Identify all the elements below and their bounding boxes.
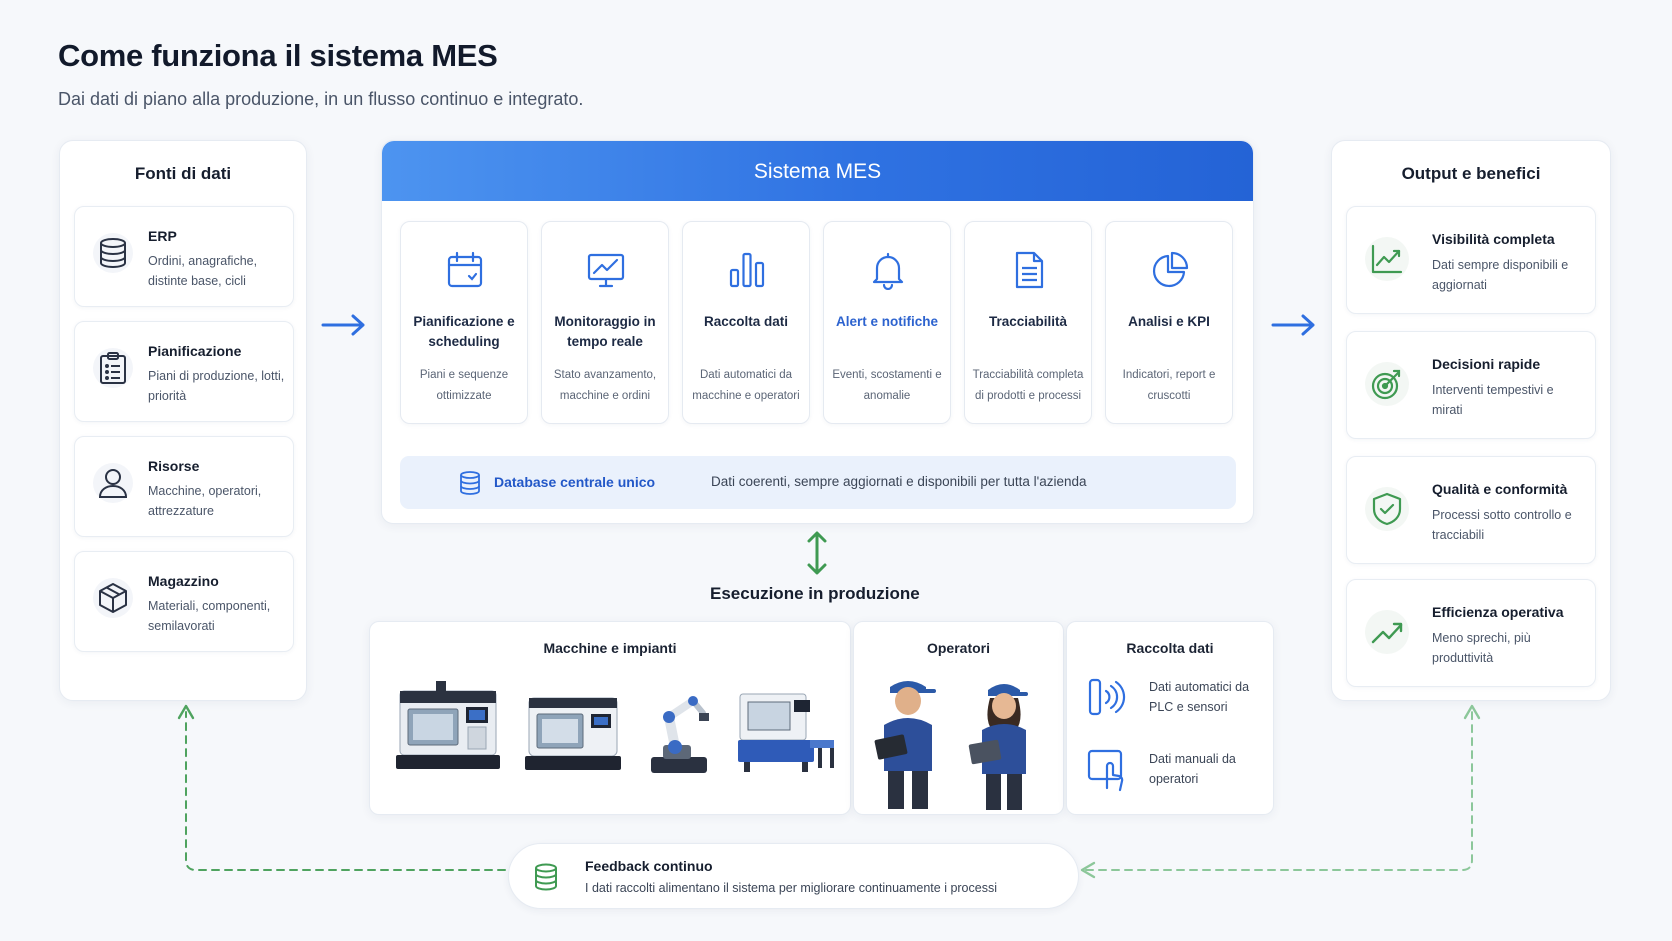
- bar-chart-icon: [729, 252, 765, 288]
- source-desc: Macchine, operatori, attrezzature: [148, 484, 262, 518]
- mes-panel: Sistema MES Pianificazione e scheduling …: [381, 140, 1254, 524]
- feedback-pill: Feedback continuo I dati raccolti alimen…: [508, 843, 1079, 909]
- touch-terminal-icon: [1087, 749, 1124, 792]
- data-item-text: Dati automatici da PLC e sensori: [1149, 680, 1250, 714]
- operators-title: Operatori: [926, 640, 990, 656]
- arrow-right-icon: [321, 314, 365, 336]
- source-title: Pianificazione: [148, 343, 242, 359]
- production-title: Esecuzione in produzione: [710, 584, 920, 603]
- page-subtitle: Dai dati di piano alla produzione, in un…: [58, 89, 584, 109]
- output-desc: Meno sprechi, più produttività: [1432, 631, 1531, 665]
- feedback-desc: I dati raccolti alimentano il sistema pe…: [585, 881, 997, 895]
- output-title: Efficienza operativa: [1432, 604, 1564, 620]
- data-collection-title: Raccolta dati: [1126, 640, 1214, 656]
- page-title: Come funziona il sistema MES: [58, 38, 498, 73]
- pie-chart-icon: [1152, 251, 1189, 288]
- feedback-title: Feedback continuo: [585, 858, 713, 874]
- output-card-qualita[interactable]: Qualità e conformità Processi sotto cont…: [1346, 456, 1596, 564]
- output-title: Visibilità completa: [1432, 231, 1555, 247]
- module-title: Tracciabilità: [988, 314, 1068, 329]
- data-item-text: Dati manuali da operatori: [1149, 752, 1236, 786]
- module-desc: Tracciabilità completa di prodotti e pro…: [972, 369, 1084, 402]
- output-card-decisioni[interactable]: Decisioni rapide Interventi tempestivi e…: [1346, 331, 1596, 439]
- person-icon: [93, 463, 133, 503]
- sensor-signal-icon: [1088, 678, 1126, 716]
- outputs-panel-title: Output e benefici: [1401, 164, 1541, 183]
- module-title: Monitoraggio in tempo reale: [554, 314, 656, 349]
- conveyor-machine-image: [738, 693, 834, 772]
- cnc-machine-image: [525, 697, 621, 770]
- output-card-visibilita[interactable]: Visibilità completa Dati sempre disponib…: [1346, 206, 1596, 314]
- database-label: Database centrale unico: [494, 474, 656, 490]
- module-monitoraggio[interactable]: Monitoraggio in tempo reale Stato avanza…: [541, 221, 669, 424]
- source-card-erp[interactable]: ERP Ordini, anagrafiche, distinte base, …: [74, 206, 294, 307]
- bell-icon: [872, 252, 904, 290]
- double-arrow-vertical-icon: [807, 531, 827, 575]
- source-desc: Materiali, componenti, semilavorati: [148, 599, 271, 633]
- module-raccolta-dati[interactable]: Raccolta dati Dati automatici da macchin…: [682, 221, 810, 424]
- machines-title: Macchine e impianti: [543, 640, 677, 656]
- data-collection-panel: Raccolta dati Dati automatici da PLC e s…: [1066, 621, 1274, 815]
- source-desc: Piani di produzione, lotti, priorità: [148, 369, 285, 403]
- source-card-magazzino[interactable]: Magazzino Materiali, componenti, semilav…: [74, 551, 294, 652]
- operators-panel: Operatori: [853, 621, 1064, 815]
- output-desc: Dati sempre disponibili e aggiornati: [1432, 258, 1569, 292]
- source-desc: Ordini, anagrafiche, distinte base, cicl…: [148, 254, 258, 288]
- source-card-pianificazione[interactable]: Pianificazione Piani di produzione, lott…: [74, 321, 294, 422]
- mes-title: Sistema MES: [382, 141, 1253, 201]
- module-title: Alert e notifiche: [835, 314, 938, 329]
- module-desc: Piani e sequenze ottimizzate: [419, 369, 509, 402]
- module-desc: Stato avanzamento, macchine e ordini: [553, 369, 657, 402]
- module-title: Pianificazione e scheduling: [413, 314, 515, 349]
- output-desc: Interventi tempestivi e mirati: [1432, 383, 1554, 417]
- operator-image: [874, 681, 936, 809]
- trend-up-icon: [1365, 610, 1409, 654]
- database-icon: [460, 471, 480, 495]
- module-title: Analisi e KPI: [1128, 314, 1210, 329]
- document-icon: [1015, 251, 1044, 289]
- box-icon: [93, 578, 133, 618]
- database-icon: [93, 233, 133, 273]
- cnc-machine-image: [396, 681, 500, 769]
- module-title: Raccolta dati: [703, 314, 789, 329]
- calendar-icon: [447, 251, 483, 288]
- module-alert[interactable]: Alert e notifiche Eventi, scostamenti e …: [823, 221, 951, 424]
- module-desc: Indicatori, report e cruscotti: [1122, 369, 1216, 402]
- source-title: Magazzino: [148, 573, 219, 589]
- arrow-right-icon: [1271, 314, 1315, 336]
- central-database-bar: Database centrale unico Dati coerenti, s…: [400, 456, 1236, 509]
- output-title: Qualità e conformità: [1432, 481, 1568, 497]
- database-icon: [535, 863, 557, 891]
- source-title: ERP: [148, 228, 177, 244]
- module-desc: Dati automatici da macchine e operatori: [692, 369, 800, 402]
- output-card-efficienza[interactable]: Efficienza operativa Meno sprechi, più p…: [1346, 579, 1596, 687]
- sources-panel: Fonti di dati ERP Ordini, anagrafiche, d…: [59, 140, 307, 701]
- output-title: Decisioni rapide: [1432, 356, 1541, 372]
- line-chart-icon: [1365, 237, 1409, 281]
- shield-check-icon: [1365, 487, 1409, 531]
- database-desc: Dati coerenti, sempre aggiornati e dispo…: [711, 474, 1087, 489]
- module-desc: Eventi, scostamenti e anomalie: [832, 369, 942, 402]
- robot-arm-image: [651, 696, 709, 773]
- source-card-risorse[interactable]: Risorse Macchine, operatori, attrezzatur…: [74, 436, 294, 537]
- outputs-panel: Output e benefici Visibilità completa Da…: [1331, 140, 1611, 701]
- module-tracciabilita[interactable]: Tracciabilità Tracciabilità completa di …: [964, 221, 1092, 424]
- operator-image: [968, 684, 1028, 810]
- machines-panel: Macchine e impianti: [369, 621, 851, 815]
- sources-panel-title: Fonti di dati: [134, 164, 232, 183]
- monitor-chart-icon: [587, 253, 625, 288]
- target-icon: [1365, 362, 1409, 406]
- module-pianificazione[interactable]: Pianificazione e scheduling Piani e sequ…: [400, 221, 528, 424]
- source-title: Risorse: [148, 458, 200, 474]
- module-analisi-kpi[interactable]: Analisi e KPI Indicatori, report e crusc…: [1105, 221, 1233, 424]
- output-desc: Processi sotto controllo e tracciabili: [1432, 508, 1572, 542]
- clipboard-icon: [93, 348, 133, 388]
